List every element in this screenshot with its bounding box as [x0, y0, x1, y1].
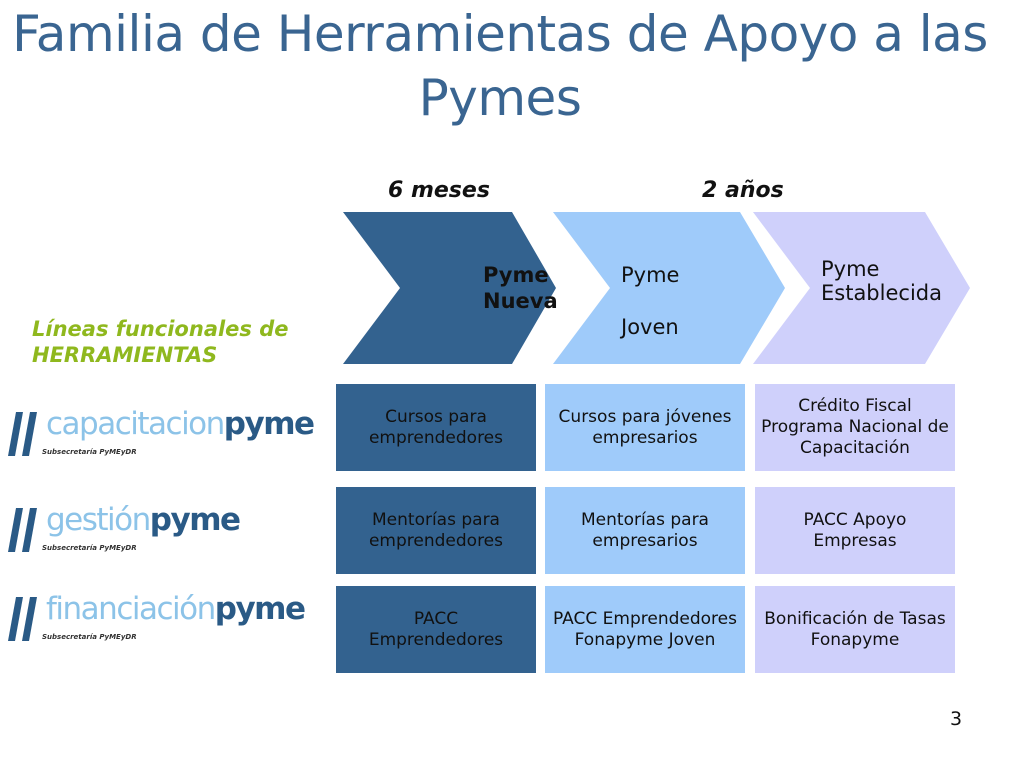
period-6-meses: 6 meses [388, 178, 490, 203]
stage-label-establecida: Pyme Establecida [821, 257, 942, 305]
logo-capacitacionpyme: capacitacionpyme Subsecretaría PyMEyDR [6, 406, 336, 468]
stage-chevrons [343, 212, 970, 364]
brand-text: capacitacionpyme [46, 406, 315, 442]
stage-label-nueva: Pyme Nueva [483, 263, 558, 313]
brand-subtitle: Subsecretaría PyMEyDR [42, 544, 137, 552]
cell-gestion-establecida: PACC Apoyo Empresas [755, 487, 955, 574]
logo-gestionpyme: gestiónpyme Subsecretaría PyMEyDR [6, 502, 336, 564]
cell-capacitacion-joven: Cursos para jóvenes empresarios [545, 384, 745, 471]
cell-financiacion-establecida: Bonificación de Tasas Fonapyme [755, 586, 955, 673]
cell-gestion-nueva: Mentorías para emprendedores [336, 487, 536, 574]
chevron-pyme-establecida [753, 212, 970, 364]
logo-financiacionpyme: financiaciónpyme Subsecretaría PyMEyDR [6, 591, 336, 653]
page-number: 3 [950, 708, 963, 730]
cell-capacitacion-establecida: Crédito Fiscal Programa Nacional de Capa… [755, 384, 955, 471]
brand-subtitle: Subsecretaría PyMEyDR [42, 633, 137, 641]
slashes-icon [8, 412, 37, 456]
slashes-icon [8, 508, 37, 552]
cell-gestion-joven: Mentorías para empresarios [545, 487, 745, 574]
cell-financiacion-nueva: PACC Emprendedores [336, 586, 536, 673]
chevron-pyme-nueva [343, 212, 556, 364]
stage-label-joven: Pyme Joven [621, 263, 680, 339]
cell-capacitacion-nueva: Cursos para emprendedores [336, 384, 536, 471]
brand-text: gestiónpyme [46, 502, 241, 538]
slide-title: Familia de Herramientas de Apoyo a las P… [12, 5, 988, 127]
lineas-funcionales-label: Líneas funcionales de HERRAMIENTAS [32, 317, 289, 367]
cell-financiacion-joven: PACC Emprendedores Fonapyme Joven [545, 586, 745, 673]
slashes-icon [8, 597, 37, 641]
brand-text: financiaciónpyme [46, 591, 306, 627]
chevron-pyme-joven [553, 212, 785, 364]
brand-subtitle: Subsecretaría PyMEyDR [42, 448, 137, 456]
period-2-anos: 2 años [702, 178, 784, 203]
